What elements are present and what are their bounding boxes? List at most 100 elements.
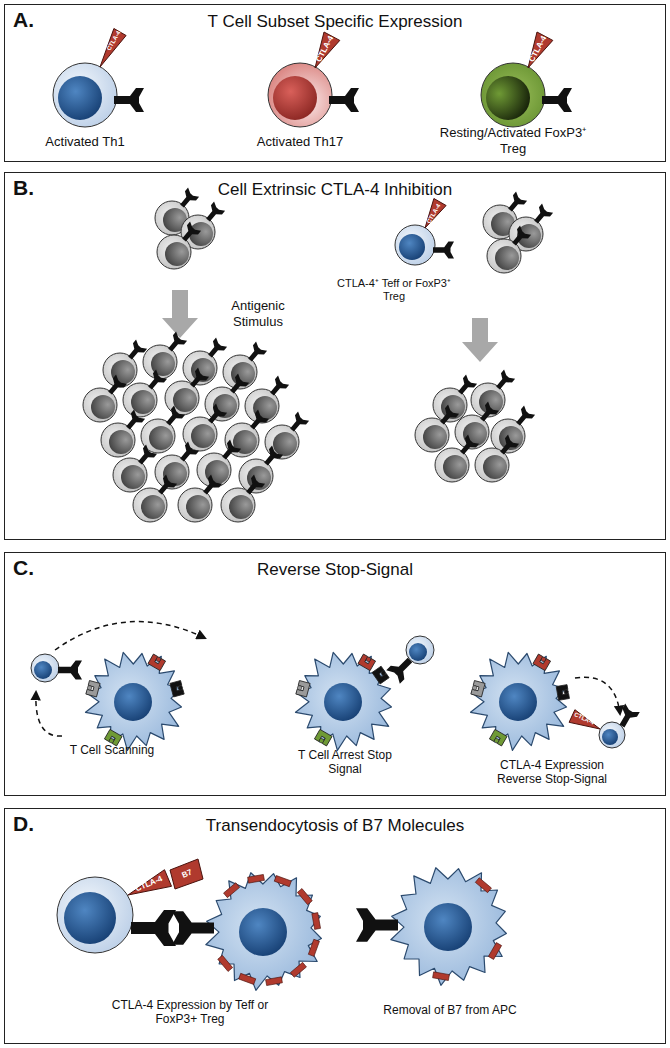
th1-cell [100,29,126,68]
ctla4-t-cell [569,710,600,729]
arrested-t-cell [409,643,427,661]
mhc-receptor [170,681,184,697]
treg-cell [542,88,572,112]
t-cell [415,405,459,452]
th17-cell [329,88,359,112]
panel-title: Reverse Stop-Signal [5,560,665,580]
step-label: CTLA-4 Expression Reverse Stop-Signal [477,758,627,787]
scanning-t-cell [58,660,82,679]
b7-molecule [488,943,501,960]
peptide [564,689,569,694]
mhc-receptor [358,654,376,671]
t-cell [223,342,267,389]
dashed-arrow [575,677,620,714]
b7-molecule [218,955,233,971]
peptide [365,656,371,662]
peptide [380,670,386,676]
ctla4-teff-cell [128,870,172,895]
panel-letter: C. [13,556,34,580]
apc-nucleus [239,908,287,956]
t-cell [123,370,167,417]
peptide [155,656,161,662]
mhc-receptor [86,681,100,697]
scanning-t-cell [31,654,59,682]
cell-label: Activated Th17 [230,134,370,150]
peptide [472,685,477,690]
ctla4-teff-cell [57,877,133,953]
ctla4-teff-cell [131,910,176,946]
apc-body [391,868,507,986]
th1-cell [53,29,144,128]
th17-cell [268,32,359,127]
step-label: Removal of B7 from APC [350,1003,550,1017]
arrested-t-cell [386,653,417,684]
mhc-receptor [296,680,310,696]
ctla4-teff-cell [395,199,454,266]
mhc-receptor [372,666,389,684]
apc-nucleus [114,683,152,721]
th1-cell [53,63,117,127]
ctla4-teff-cell [399,234,425,260]
treg-cell [528,32,553,68]
panel-title: Transendocytosis of B7 Molecules [5,816,665,836]
ctla4-teff-cell [433,242,454,259]
t-cell [221,475,265,522]
mhc-receptor [471,681,485,697]
th17-cell [268,63,332,127]
mhc-receptor [172,911,214,945]
mhc-receptor [296,681,310,697]
mhc-receptor [489,729,507,746]
peptide [87,685,92,690]
step-label: T Cell Scanning [52,743,172,757]
stimulus-arrow [162,290,198,338]
t-cell [155,442,199,489]
mhc-receptor [533,654,551,671]
th1-cell [114,88,144,112]
step-label: T Cell Arrest Stop Signal [290,748,400,777]
t-cell [178,475,222,522]
b7-molecule [239,973,256,984]
arrested-t-cell [406,636,434,664]
t-cell [133,475,177,522]
panel-letter: B. [13,176,34,200]
treg-cell [481,63,545,127]
dashed-arrow [36,692,62,736]
ctla4-t-cell [599,722,625,748]
b7-molecule [224,883,240,898]
mhc-receptor [148,654,166,671]
t-cell [475,435,519,482]
apc-nucleus [424,903,472,951]
b7-molecule [266,977,283,986]
arrested-t-cell [386,636,434,684]
apc-nucleus [499,683,537,721]
mhc-receptor [556,685,569,701]
t-cell [157,222,201,269]
th17-cell [273,76,317,120]
mhc-receptor [170,680,184,696]
mhc-receptor [358,654,376,671]
apc-body [86,652,182,750]
b7-molecule [248,874,265,883]
scanning-t-cell [34,661,52,679]
t-cell [487,226,531,273]
ctla4-teff-cell [395,225,435,265]
dashed-arrow [36,622,620,736]
t-cell [183,404,227,451]
ctla4-t-cell [615,704,640,731]
t-cell [83,375,127,422]
panel-box: D.Transendocytosis of B7 Molecules [4,808,666,1044]
ctla4-t-cell [569,704,640,748]
cell-label: Activated Th1 [15,134,155,150]
dashed-arrow [55,622,205,650]
ctla4-t-cell [602,729,618,745]
cell-label: Resting/Activated FoxP3⁺ Treg [438,125,588,156]
mhc-receptor [471,680,485,696]
b7-molecule [475,878,491,893]
t-cell [113,445,157,492]
t-cell [103,340,147,387]
step-label: CTLA-4 Expression by Teff or FoxP3+ Treg [105,998,275,1027]
step-label: Antigenic Stimulus [218,298,298,329]
ctla4-teff-cell [64,892,116,944]
apc-body [296,652,392,750]
apc-body [471,652,567,750]
